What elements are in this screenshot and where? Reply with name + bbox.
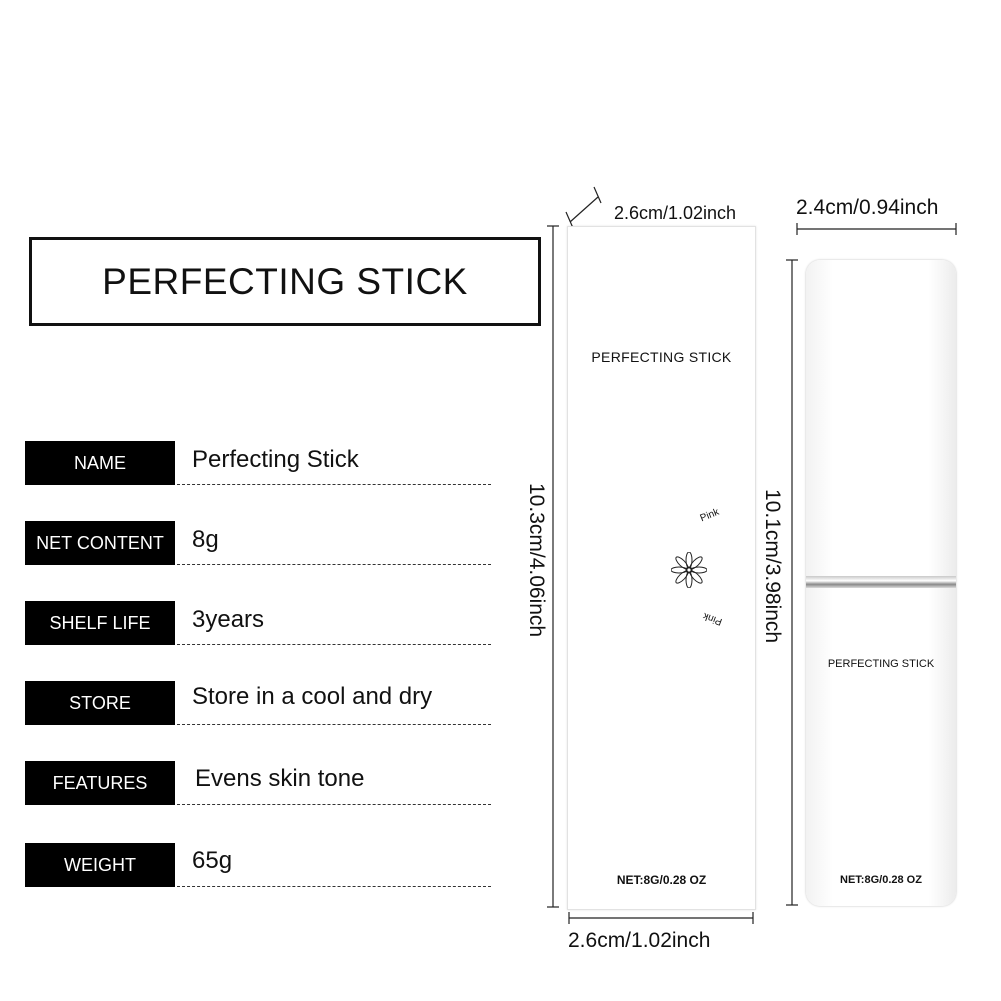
spec-row-store: STORE Store in a cool and dry [25,681,491,725]
carton-net-weight: NET:8G/0.28 OZ [616,873,707,887]
carton-height-line [547,225,559,908]
spec-row-weight: WEIGHT 65g [25,843,491,887]
carton-pink-label-top: Pink [698,506,721,525]
spec-value: 8g [192,526,219,553]
carton-depth-label: 2.6cm/1.02inch [614,203,737,223]
tube-width-label: 2.4cm/0.94inch [796,196,939,219]
dashed-divider [177,886,491,887]
tube-height-line [786,259,798,906]
carton-title: PERFECTING STICK [591,349,732,365]
tube-height-label: 10.1cm/3.98inch [761,489,784,644]
carton-depth-line [565,186,602,229]
spec-row-shelf-life: SHELF LIFE 3years [25,601,491,645]
tube-metal-ring [806,576,956,588]
product-title: PERFECTING STICK [102,260,468,302]
spec-label: STORE [25,681,175,725]
spec-value: Store in a cool and dry [192,683,433,710]
spec-label: WEIGHT [25,843,175,887]
dashed-divider [177,724,491,725]
dashed-divider [177,804,491,805]
carton-height-label: 10.3cm/4.06inch [525,483,548,638]
product-carton: PERFECTING STICK Pink Pink NET:8G/0.28 O… [567,226,756,910]
carton-width-line [568,912,754,924]
spec-label: NET CONTENT [25,521,175,565]
title-box: PERFECTING STICK [29,237,541,326]
spec-value: 3years [192,606,265,633]
spec-label: SHELF LIFE [25,601,175,645]
spec-row-features: FEATURES Evens skin tone [25,761,491,805]
carton-width-label: 2.6cm/1.02inch [568,929,711,952]
spec-value: Perfecting Stick [192,446,359,473]
tube-net-weight: NET:8G/0.28 OZ [840,874,922,886]
flower-icon [671,552,707,588]
dashed-divider [177,484,491,485]
spec-value: 65g [192,847,233,874]
spec-row-name: NAME Perfecting Stick [25,441,491,485]
product-tube: PERFECTING STICK NET:8G/0.28 OZ [806,260,956,906]
spec-value: Evens skin tone [195,765,365,792]
spec-row-net-content: NET CONTENT 8g [25,521,491,565]
spec-label: NAME [25,441,175,485]
tube-width-line [796,223,957,235]
spec-label: FEATURES [25,761,175,805]
tube-title: PERFECTING STICK [827,658,935,670]
carton-pink-label-bottom: Pink [701,610,724,627]
dashed-divider [177,564,491,565]
dashed-divider [177,644,491,645]
